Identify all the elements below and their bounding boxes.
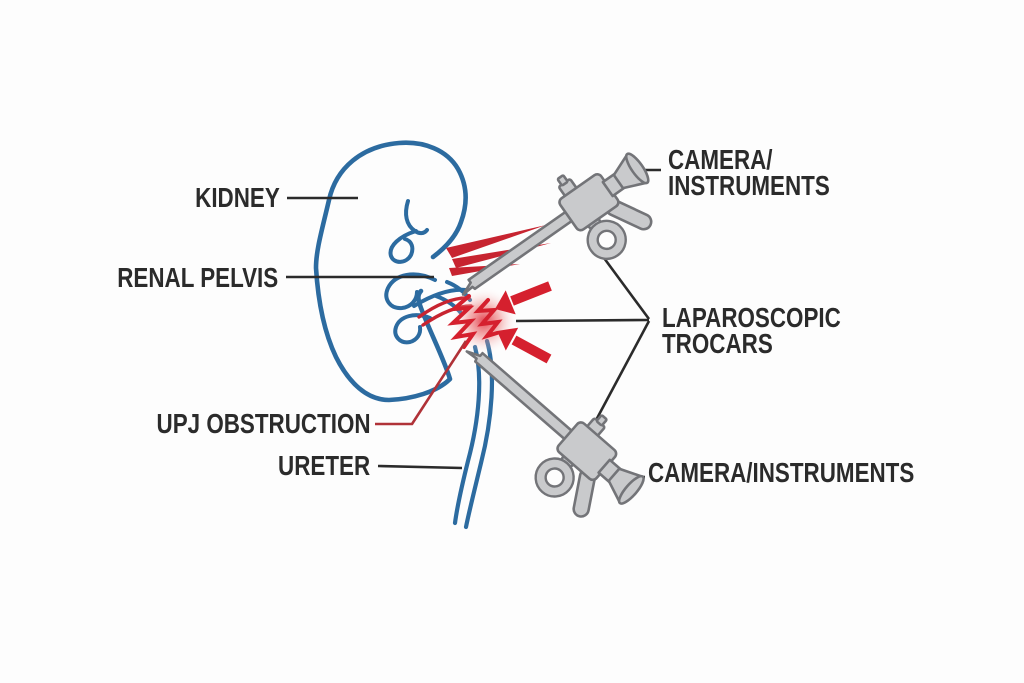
label-laparoscopic-trocars: LAPAROSCOPIC TROCARS: [662, 302, 841, 359]
label-laparoscopic-trocars-line2: TROCARS: [662, 328, 773, 359]
label-renal-pelvis: RENAL PELVIS: [117, 262, 278, 293]
kidney-outline: [313, 140, 468, 403]
label-camera-instruments-bottom: CAMERA/INSTRUMENTS: [648, 457, 915, 488]
label-camera-instruments-top-line1: CAMERA/: [668, 144, 773, 175]
label-kidney: KIDNEY: [195, 182, 280, 213]
red-pressure-arrow-upper-icon: [495, 281, 552, 315]
label-ureter: URETER: [277, 450, 370, 481]
red-pressure-arrow-lower-icon: [497, 327, 552, 364]
label-camera-instruments-top-line2: INSTRUMENTS: [668, 170, 830, 201]
upj-obstruction-leader-line: [375, 340, 468, 426]
label-upj-obstruction: UPJ OBSTRUCTION: [156, 408, 371, 439]
label-laparoscopic-trocars-line1: LAPAROSCOPIC: [662, 302, 841, 333]
label-camera-instruments-top: CAMERA/ INSTRUMENTS: [668, 144, 830, 201]
renal-calyces: [384, 199, 437, 345]
